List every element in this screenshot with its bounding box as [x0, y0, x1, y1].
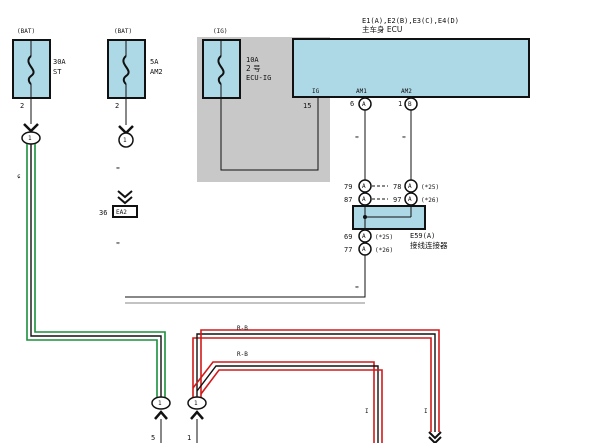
- wire-mark-junction: ≈: [355, 284, 359, 291]
- svg-text:(*26): (*26): [421, 197, 439, 204]
- wire-mark-am2-fuse: ≈: [116, 165, 120, 172]
- ecu-pin-am1-number: 6: [350, 100, 354, 108]
- wire-rb-label-2: R-B: [237, 351, 248, 358]
- wire-mark-red-2: Ι: [424, 408, 428, 415]
- svg-text:36: 36: [99, 209, 107, 217]
- wire-junction-out: [125, 255, 366, 298]
- wire-red-top: [192, 329, 440, 432]
- ecu-pin-ig-label: IG: [312, 88, 320, 95]
- svg-text:5: 5: [151, 434, 155, 442]
- fuse-1-rating: 30A: [53, 58, 66, 66]
- svg-text:(*26): (*26): [375, 247, 393, 254]
- fuse-1-pin: 2: [20, 102, 24, 110]
- svg-text:EA2: EA2: [116, 209, 127, 216]
- svg-text:1: 1: [194, 400, 198, 407]
- ecu-pin-ig-number: 15: [303, 102, 311, 110]
- svg-text:1: 1: [28, 135, 32, 142]
- svg-text:1: 1: [187, 434, 191, 442]
- junction-name: E59(A): [410, 232, 435, 240]
- fuse-1-name: ST: [53, 68, 62, 76]
- fuse-2-rating: 5A: [150, 58, 159, 66]
- svg-text:69: 69: [344, 233, 352, 241]
- svg-text:1: 1: [158, 400, 162, 407]
- svg-text:78: 78: [393, 183, 401, 191]
- svg-text:A: A: [362, 233, 366, 240]
- wire-mark-red-1: Ι: [365, 408, 369, 415]
- junction-lower-row-1: 69 A (*25): [344, 229, 393, 243]
- wire-mark-green: ɕ: [17, 173, 21, 180]
- junction-upper-row-2: 87 A 97 A (*26): [344, 192, 439, 206]
- ecu-pin-am2-number: 1: [398, 100, 402, 108]
- connector-bottom-right: 1 1: [187, 396, 207, 443]
- svg-text:97: 97: [393, 196, 401, 204]
- connector-c1-chevron: [23, 123, 39, 133]
- junction-lower-row-2: 77 A (*26): [344, 242, 393, 256]
- svg-text:A: A: [408, 183, 412, 190]
- wire-mark-am2: ≈: [402, 134, 406, 141]
- svg-text:A: A: [362, 196, 366, 203]
- wire-ecu-ig: [220, 98, 319, 171]
- svg-text:79: 79: [344, 183, 352, 191]
- fuse-2-pin: 2: [115, 102, 119, 110]
- ecu-am1-connector: A: [358, 97, 372, 111]
- fuse-2-source: (BAT): [114, 28, 132, 35]
- wire-red-lower: [192, 361, 383, 443]
- svg-text:87: 87: [344, 196, 352, 204]
- fuse-3-rating: 10A: [246, 56, 259, 64]
- wire-mark-am1: ≈: [355, 134, 359, 141]
- svg-text:A: A: [362, 246, 366, 253]
- ecu-connectors: E1(A),E2(B),E3(C),E4(D): [362, 17, 459, 25]
- fuse-3-name-line1: 2 号: [246, 64, 261, 73]
- ecu-am2-connector: B: [404, 97, 418, 111]
- svg-text:77: 77: [344, 246, 352, 254]
- ea2-chevron: [117, 190, 133, 205]
- connector-c2-chevron: [118, 125, 134, 135]
- ecu-pin-am1-label: AM1: [356, 88, 367, 95]
- svg-text:A: A: [362, 183, 366, 190]
- junction-upper-row-1: 79 A 78 A (*25): [344, 179, 439, 193]
- svg-text:B: B: [408, 101, 412, 108]
- wire-mark-ea2: ≈: [116, 240, 120, 247]
- ecu-main-body: E1(A),E2(B),E3(C),E4(D) 主车身 ECU IG AM1 A…: [292, 17, 530, 110]
- junction-desc: 接线连接器: [410, 240, 448, 250]
- junction-box-e59: E59(A) 接线连接器: [352, 205, 448, 250]
- connector-c1: 1: [21, 131, 41, 145]
- fuse-30a-st: (BAT) 30A ST 2: [12, 28, 66, 110]
- svg-text:A: A: [408, 196, 412, 203]
- svg-text:(*25): (*25): [375, 234, 393, 241]
- ecu-name: 主车身 ECU: [362, 24, 402, 34]
- wire-green: [26, 144, 166, 398]
- ecu-pin-am2-label: AM2: [401, 88, 412, 95]
- wire-rb-label-1: R-B: [237, 325, 248, 332]
- fuse-2-name: AM2: [150, 68, 163, 76]
- wire-end-chevron: [428, 431, 442, 443]
- fuse-5a-am2: (BAT) 5A AM2 2: [107, 28, 163, 110]
- fuse-1-source: (BAT): [17, 28, 35, 35]
- svg-text:(*25): (*25): [421, 184, 439, 191]
- svg-text:1: 1: [123, 137, 127, 144]
- connector-ea2: 36 EA2: [99, 205, 138, 218]
- fuse-3-source: (IG): [213, 28, 227, 35]
- connector-c2: 1: [118, 132, 134, 148]
- fuse-3-name-line2: ECU-IG: [246, 74, 271, 82]
- svg-text:A: A: [362, 101, 366, 108]
- connector-bottom-left: 1 5: [151, 396, 171, 443]
